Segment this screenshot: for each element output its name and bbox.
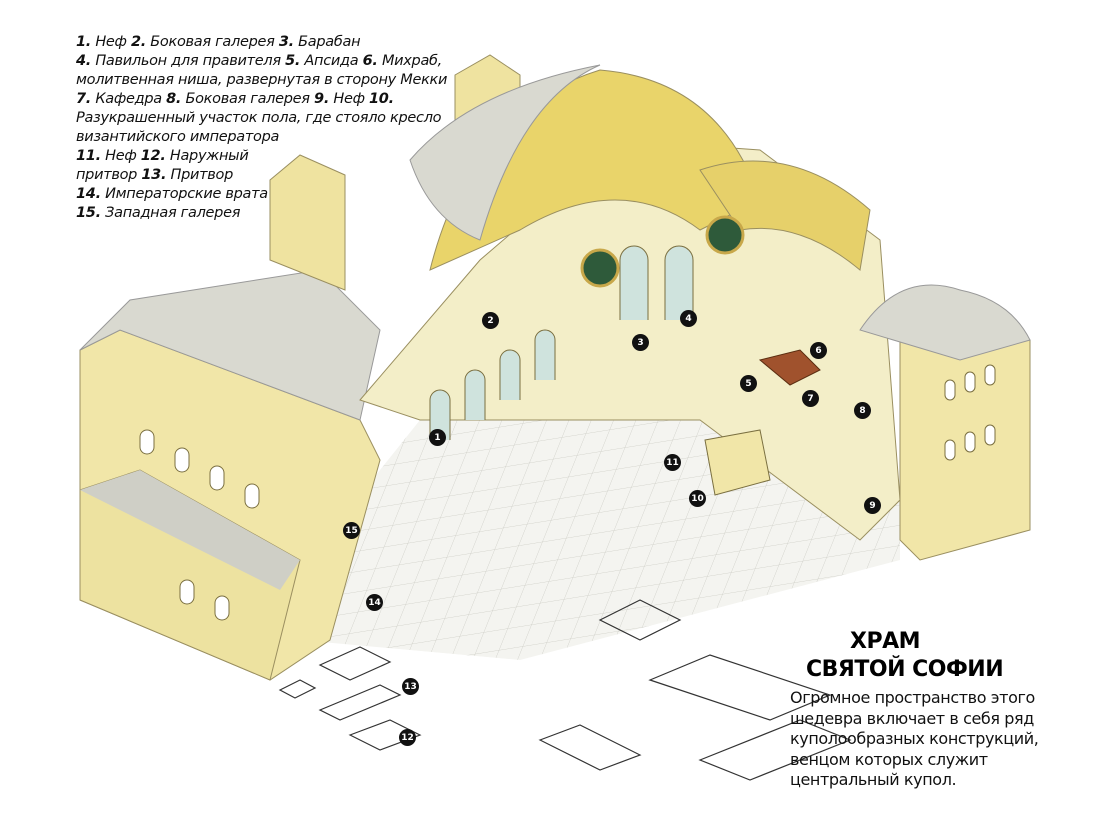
legend-item-3: 3. Барабан — [278, 34, 361, 50]
legend-item-1: 1. Неф — [76, 34, 127, 50]
marker-14: 14 — [366, 594, 383, 611]
legend-item-2: 2. Боковая галерея — [130, 34, 275, 50]
page-title: ХРАМ СВЯТОЙ СОФИИ — [790, 628, 1004, 684]
legend-item-11: 11. Неф — [76, 148, 137, 164]
marker-12: 12 — [399, 729, 416, 746]
marker-8: 8 — [854, 402, 871, 419]
marker-1: 1 — [429, 429, 446, 446]
marker-2: 2 — [482, 312, 499, 329]
marker-5: 5 — [740, 375, 757, 392]
title-line-2: СВЯТОЙ СОФИИ — [806, 657, 1004, 682]
marker-3: 3 — [632, 334, 649, 351]
legend-item-14: 14. Императорские врата — [76, 186, 268, 202]
marker-7: 7 — [802, 390, 819, 407]
legend-item-4: 4. Павильон для правителя — [76, 53, 281, 69]
marker-11: 11 — [664, 454, 681, 471]
legend-item-6: 6. Михраб, молитвенная ниша, развернутая… — [76, 53, 448, 88]
marker-13: 13 — [402, 678, 419, 695]
marker-6: 6 — [810, 342, 827, 359]
marker-9: 9 — [864, 497, 881, 514]
legend-item-9: 9. Неф — [314, 91, 365, 107]
legend-item-15: 15. Западная галерея — [76, 205, 241, 221]
title-line-1: ХРАМ — [850, 629, 921, 654]
description: Огромное пространство этого шедевра вклю… — [790, 688, 1039, 789]
legend-item-12: 12. Наружный притвор — [76, 148, 249, 183]
legend-item-10: 10. Разукрашенный участок пола, где стоя… — [76, 91, 442, 145]
legend: 1. Неф 2. Боковая галерея 3. Барабан 4. … — [76, 33, 447, 223]
legend-item-7: 7. Кафедра — [76, 91, 162, 107]
marker-4: 4 — [680, 310, 697, 327]
legend-item-5: 5. Апсида — [285, 53, 359, 69]
marker-15: 15 — [343, 522, 360, 539]
marker-10: 10 — [689, 490, 706, 507]
legend-item-13: 13. Притвор — [141, 167, 233, 183]
legend-item-8: 8. Боковая галерея — [166, 91, 310, 107]
